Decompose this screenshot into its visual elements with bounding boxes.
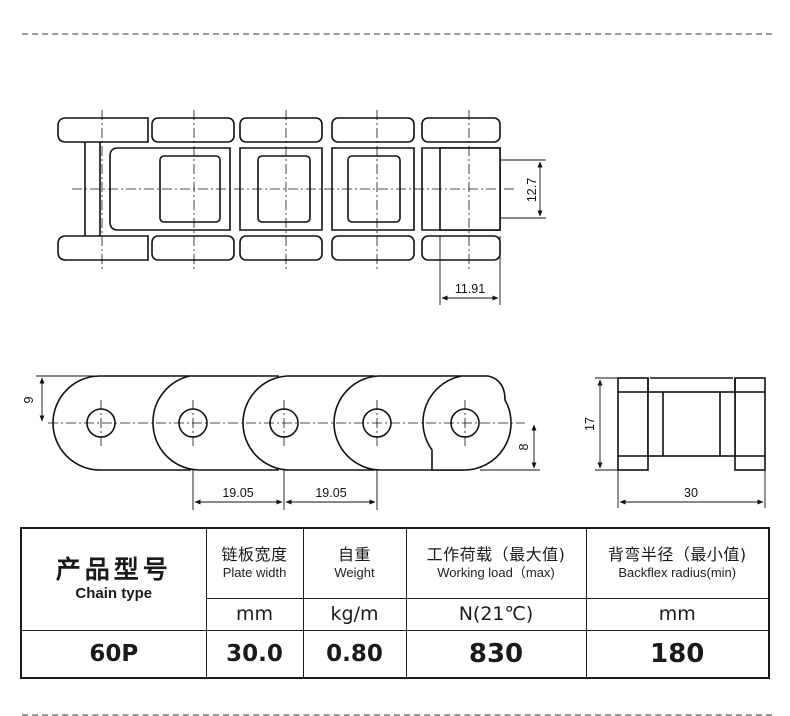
dim-19-05-right: 19.05 <box>315 486 346 500</box>
value-plate-width: 30.0 <box>205 629 304 679</box>
header-load-en: Working load（max) <box>437 565 555 581</box>
header-weight: 自重 Weight <box>302 527 407 599</box>
bottom-dashed-divider <box>22 714 772 716</box>
header-radius-en: Backflex radius(min) <box>618 565 737 581</box>
value-backflex-radius: 180 <box>585 629 770 679</box>
unit-load: N(21℃) <box>405 597 587 631</box>
spec-data-row: 60P 30.0 0.80 830 180 <box>20 629 770 679</box>
header-load-cn: 工作荷载（最大值) <box>426 545 566 565</box>
dim-30: 30 <box>684 486 698 500</box>
spec-unit-row: mm kg/m N(21℃) mm <box>21 597 770 631</box>
dim-17: 17 <box>583 417 597 431</box>
dim-12-7: 12.7 <box>525 178 539 202</box>
unit-weight: kg/m <box>302 597 407 631</box>
header-type-cn: 产品型号 <box>55 555 172 585</box>
end-view-drawing <box>617 377 766 471</box>
header-backflex-radius: 背弯半径（最小值) Backflex radius(min) <box>585 527 770 599</box>
chain-drawings: 12.7 11.91 9 8 19.05 19.05 <box>22 110 766 510</box>
value-weight: 0.80 <box>302 629 407 679</box>
top-view-drawing <box>57 117 501 261</box>
dim-19-05-left: 19.05 <box>222 486 253 500</box>
header-plate-width: 链板宽度 Plate width <box>205 527 304 599</box>
unit-plate: mm <box>205 597 304 631</box>
dim-11-91: 11.91 <box>455 282 485 296</box>
value-working-load: 830 <box>405 629 587 679</box>
header-plate-en: Plate width <box>222 565 287 581</box>
value-chain-type: 60P <box>20 629 207 679</box>
header-radius-cn: 背弯半径（最小值) <box>607 545 747 565</box>
header-plate-cn: 链板宽度 <box>221 545 288 565</box>
header-chain-type: 产品型号 Chain type <box>20 527 207 631</box>
header-type-en: Chain type <box>75 585 153 603</box>
spec-header-row: 产品型号 Chain type 链板宽度 Plate width 自重 Weig… <box>20 527 770 631</box>
unit-radius: mm <box>585 597 770 631</box>
dim-8: 8 <box>517 443 531 450</box>
dim-9: 9 <box>22 396 36 403</box>
header-working-load: 工作荷载（最大值) Working load（max) <box>405 527 587 599</box>
header-weight-en: Weight <box>334 565 375 581</box>
spec-table: 产品型号 Chain type 链板宽度 Plate width 自重 Weig… <box>20 527 770 679</box>
top-dashed-divider <box>22 33 772 35</box>
header-weight-cn: 自重 <box>337 545 371 565</box>
